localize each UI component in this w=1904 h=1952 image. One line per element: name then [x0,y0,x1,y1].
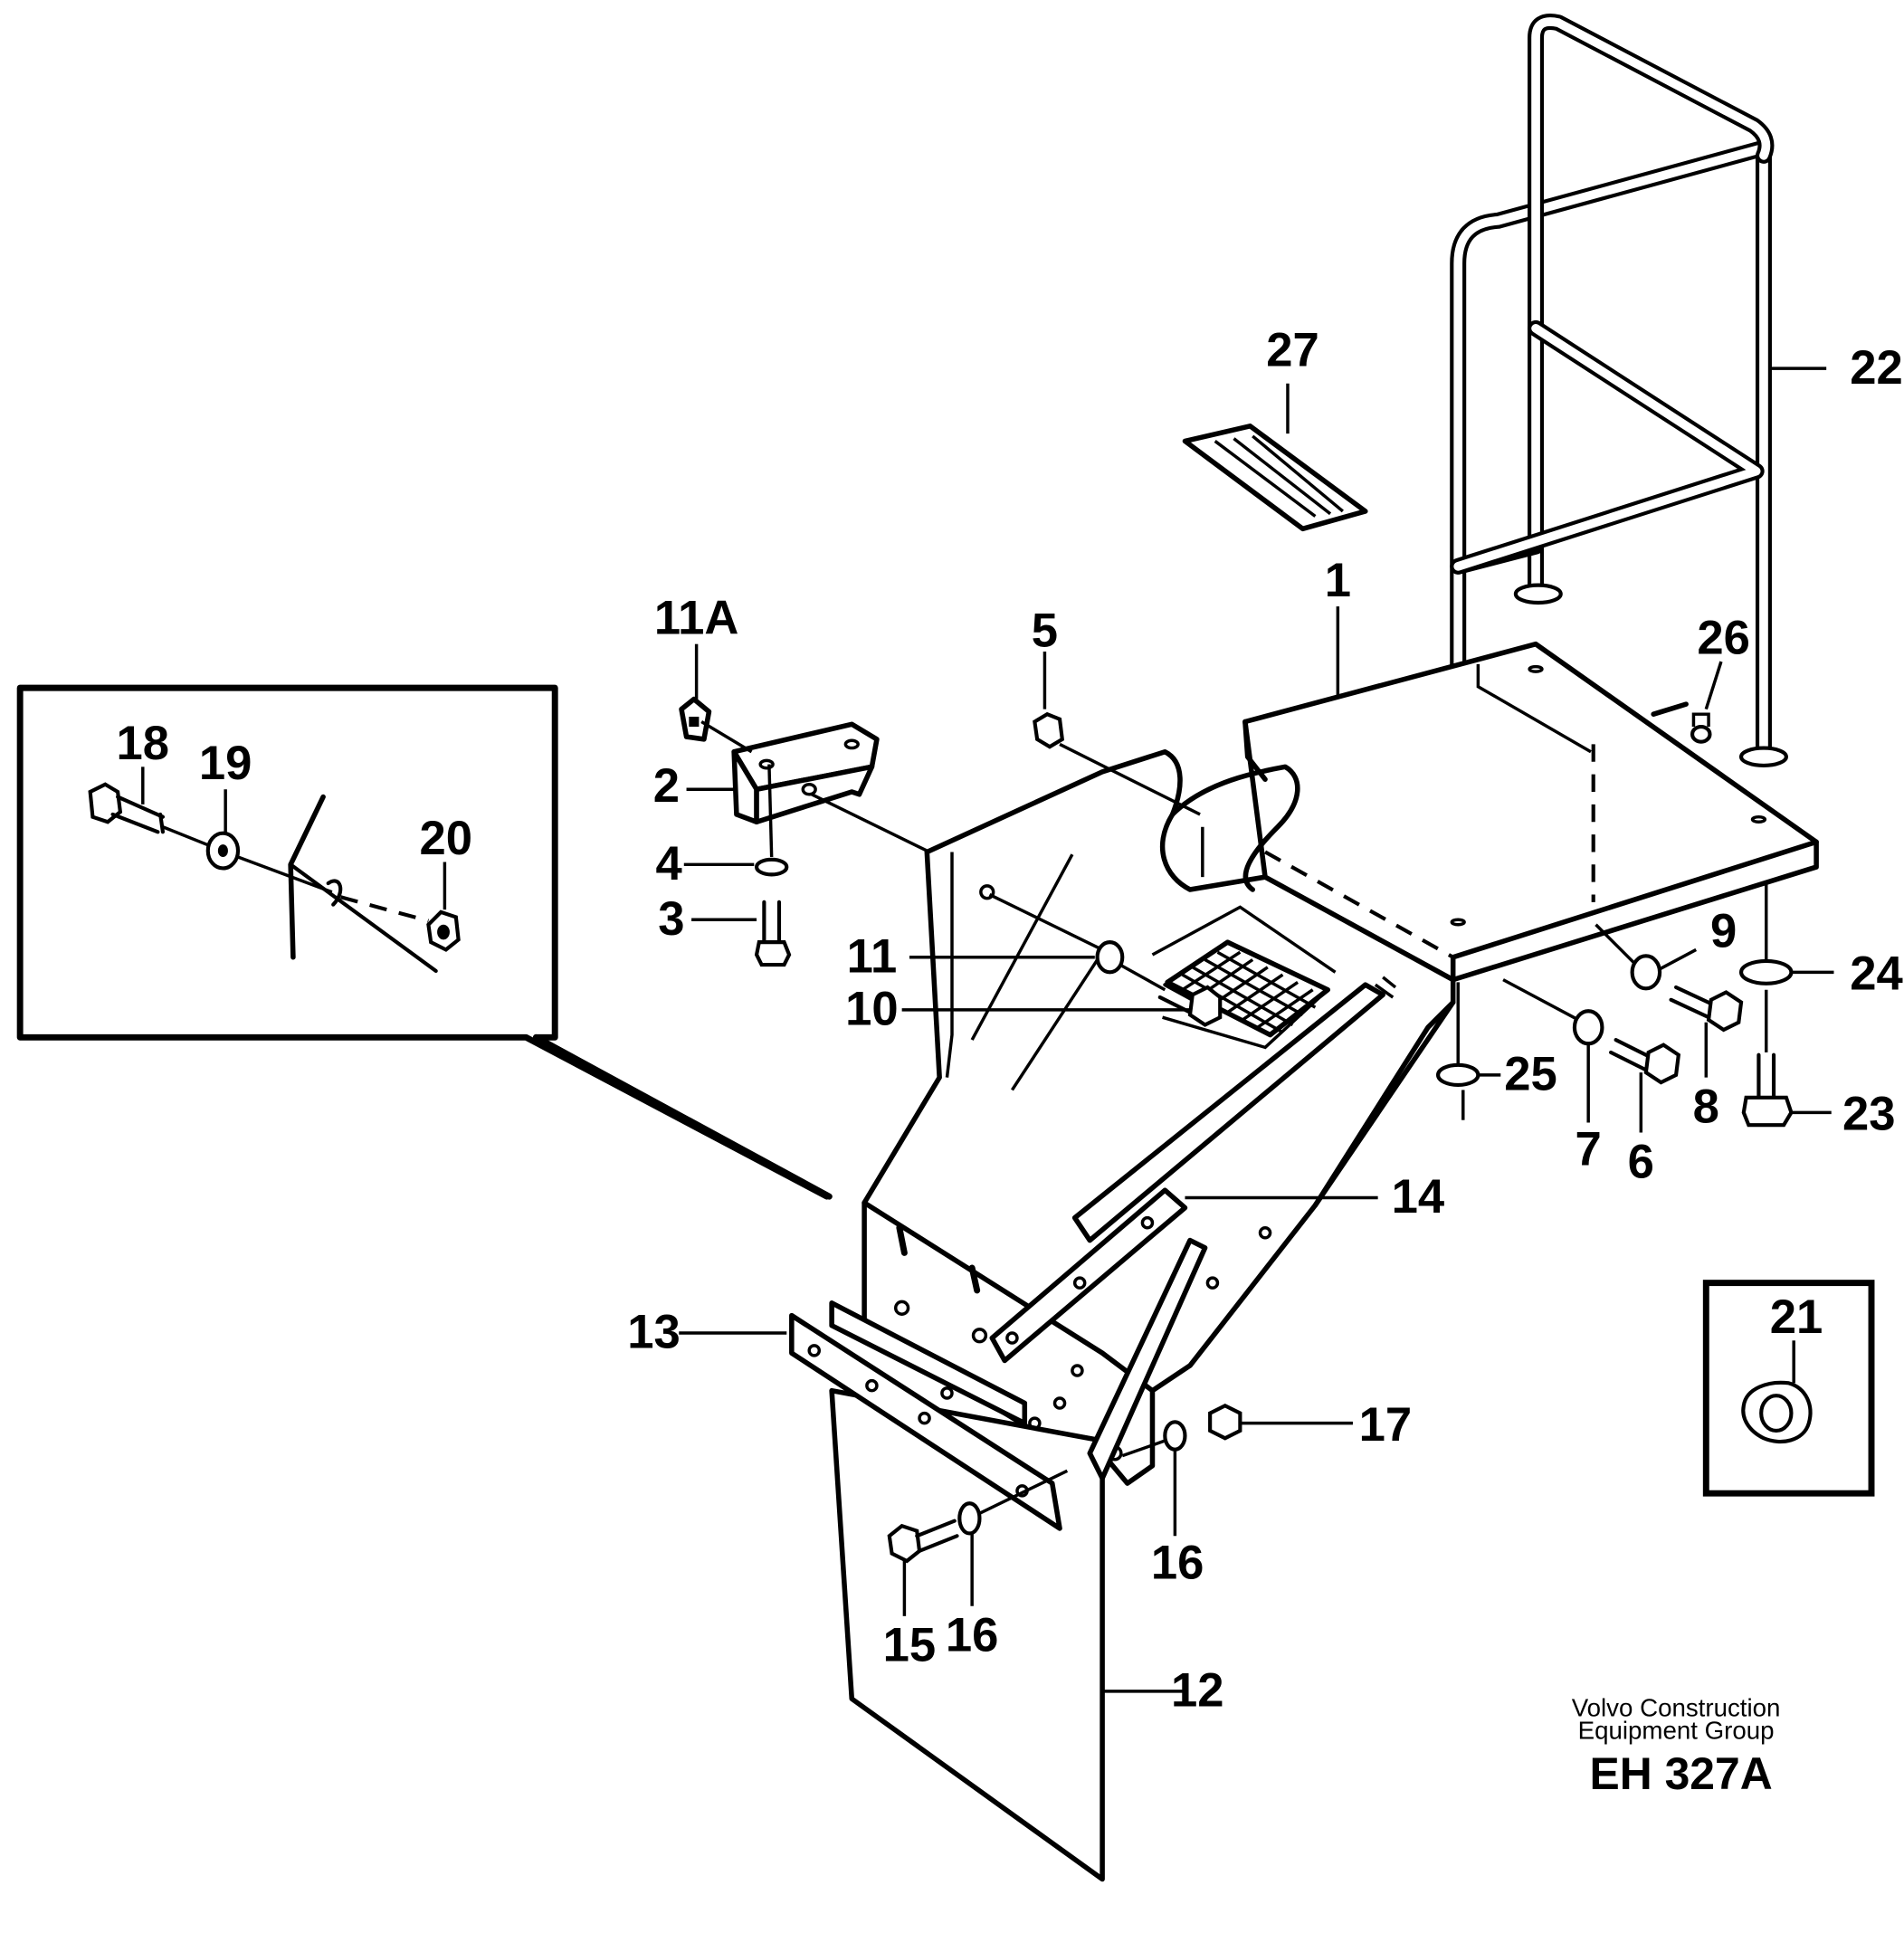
callout-16-lower: 16 [946,1609,999,1662]
callout-23: 23 [1842,1088,1896,1141]
callout-14: 14 [1392,1170,1445,1224]
clip-11a [679,696,712,742]
nut-20 [426,909,461,952]
washer-24 [1738,958,1794,986]
callout-27: 27 [1266,323,1319,376]
callout-9: 9 [1710,905,1737,958]
washer-4 [754,857,789,877]
handrail-22 [1433,14,1788,881]
step-frame [862,719,1456,1486]
callout-20: 20 [420,812,473,865]
clamp-bar-13 [789,1300,1062,1531]
bolt-8 [1669,985,1744,1033]
washer-25 [1435,1062,1480,1088]
callout-26: 26 [1697,612,1750,665]
strap-14 [989,976,1397,1364]
detail-inset [16,684,833,1200]
callout-11a: 11A [654,592,739,645]
callout-17: 17 [1359,1398,1413,1452]
anti-slip-pad-27 [1182,424,1368,532]
detail-box-21 [1702,1280,1875,1497]
drawing-code: EH 327A [1590,1748,1773,1799]
callout-22: 22 [1850,341,1903,395]
washer-11 [1095,940,1125,975]
callout-7: 7 [1576,1123,1602,1176]
bolt-6 [1609,1038,1681,1085]
nut-17 [1208,1403,1242,1441]
callout-12: 12 [1171,1663,1224,1717]
washer-16-upper [1163,1420,1187,1452]
company-name-line2: Equipment Group [1578,1716,1775,1744]
callout-11: 11 [847,929,898,983]
nut-5 [1033,711,1065,749]
callout-2: 2 [653,759,680,813]
callout-8: 8 [1693,1080,1719,1133]
callout-3: 3 [658,892,684,946]
callout-1: 1 [1325,554,1351,607]
callout-13: 13 [627,1306,681,1359]
plug-26 [1690,712,1712,744]
washer-9 [1630,954,1662,991]
footer: Volvo Construction Equipment Group EH 32… [1572,1694,1781,1799]
callout-25: 25 [1504,1047,1557,1100]
washer-7 [1572,1009,1604,1046]
callout-15: 15 [883,1619,937,1672]
bracket-2 [731,721,880,825]
bolt-23 [1741,1052,1794,1128]
bolt-18 [88,782,166,834]
callout-6: 6 [1628,1135,1654,1188]
callout-21: 21 [1770,1290,1823,1344]
callout-labels: 1 2 3 4 5 6 7 8 9 10 11 11A 12 13 14 15 … [117,323,1903,1717]
callout-5: 5 [1032,604,1058,657]
callout-18: 18 [117,717,170,770]
callout-4: 4 [656,837,682,890]
callout-24: 24 [1850,947,1903,1001]
bolt-3 [754,900,792,967]
washer-16-lower [957,1501,982,1536]
company-name-line1: Volvo Construction [1572,1694,1781,1722]
callout-16-upper: 16 [1151,1536,1204,1589]
callout-10: 10 [845,982,899,1035]
callout-19: 19 [199,737,252,790]
bolt-15 [887,1519,959,1564]
